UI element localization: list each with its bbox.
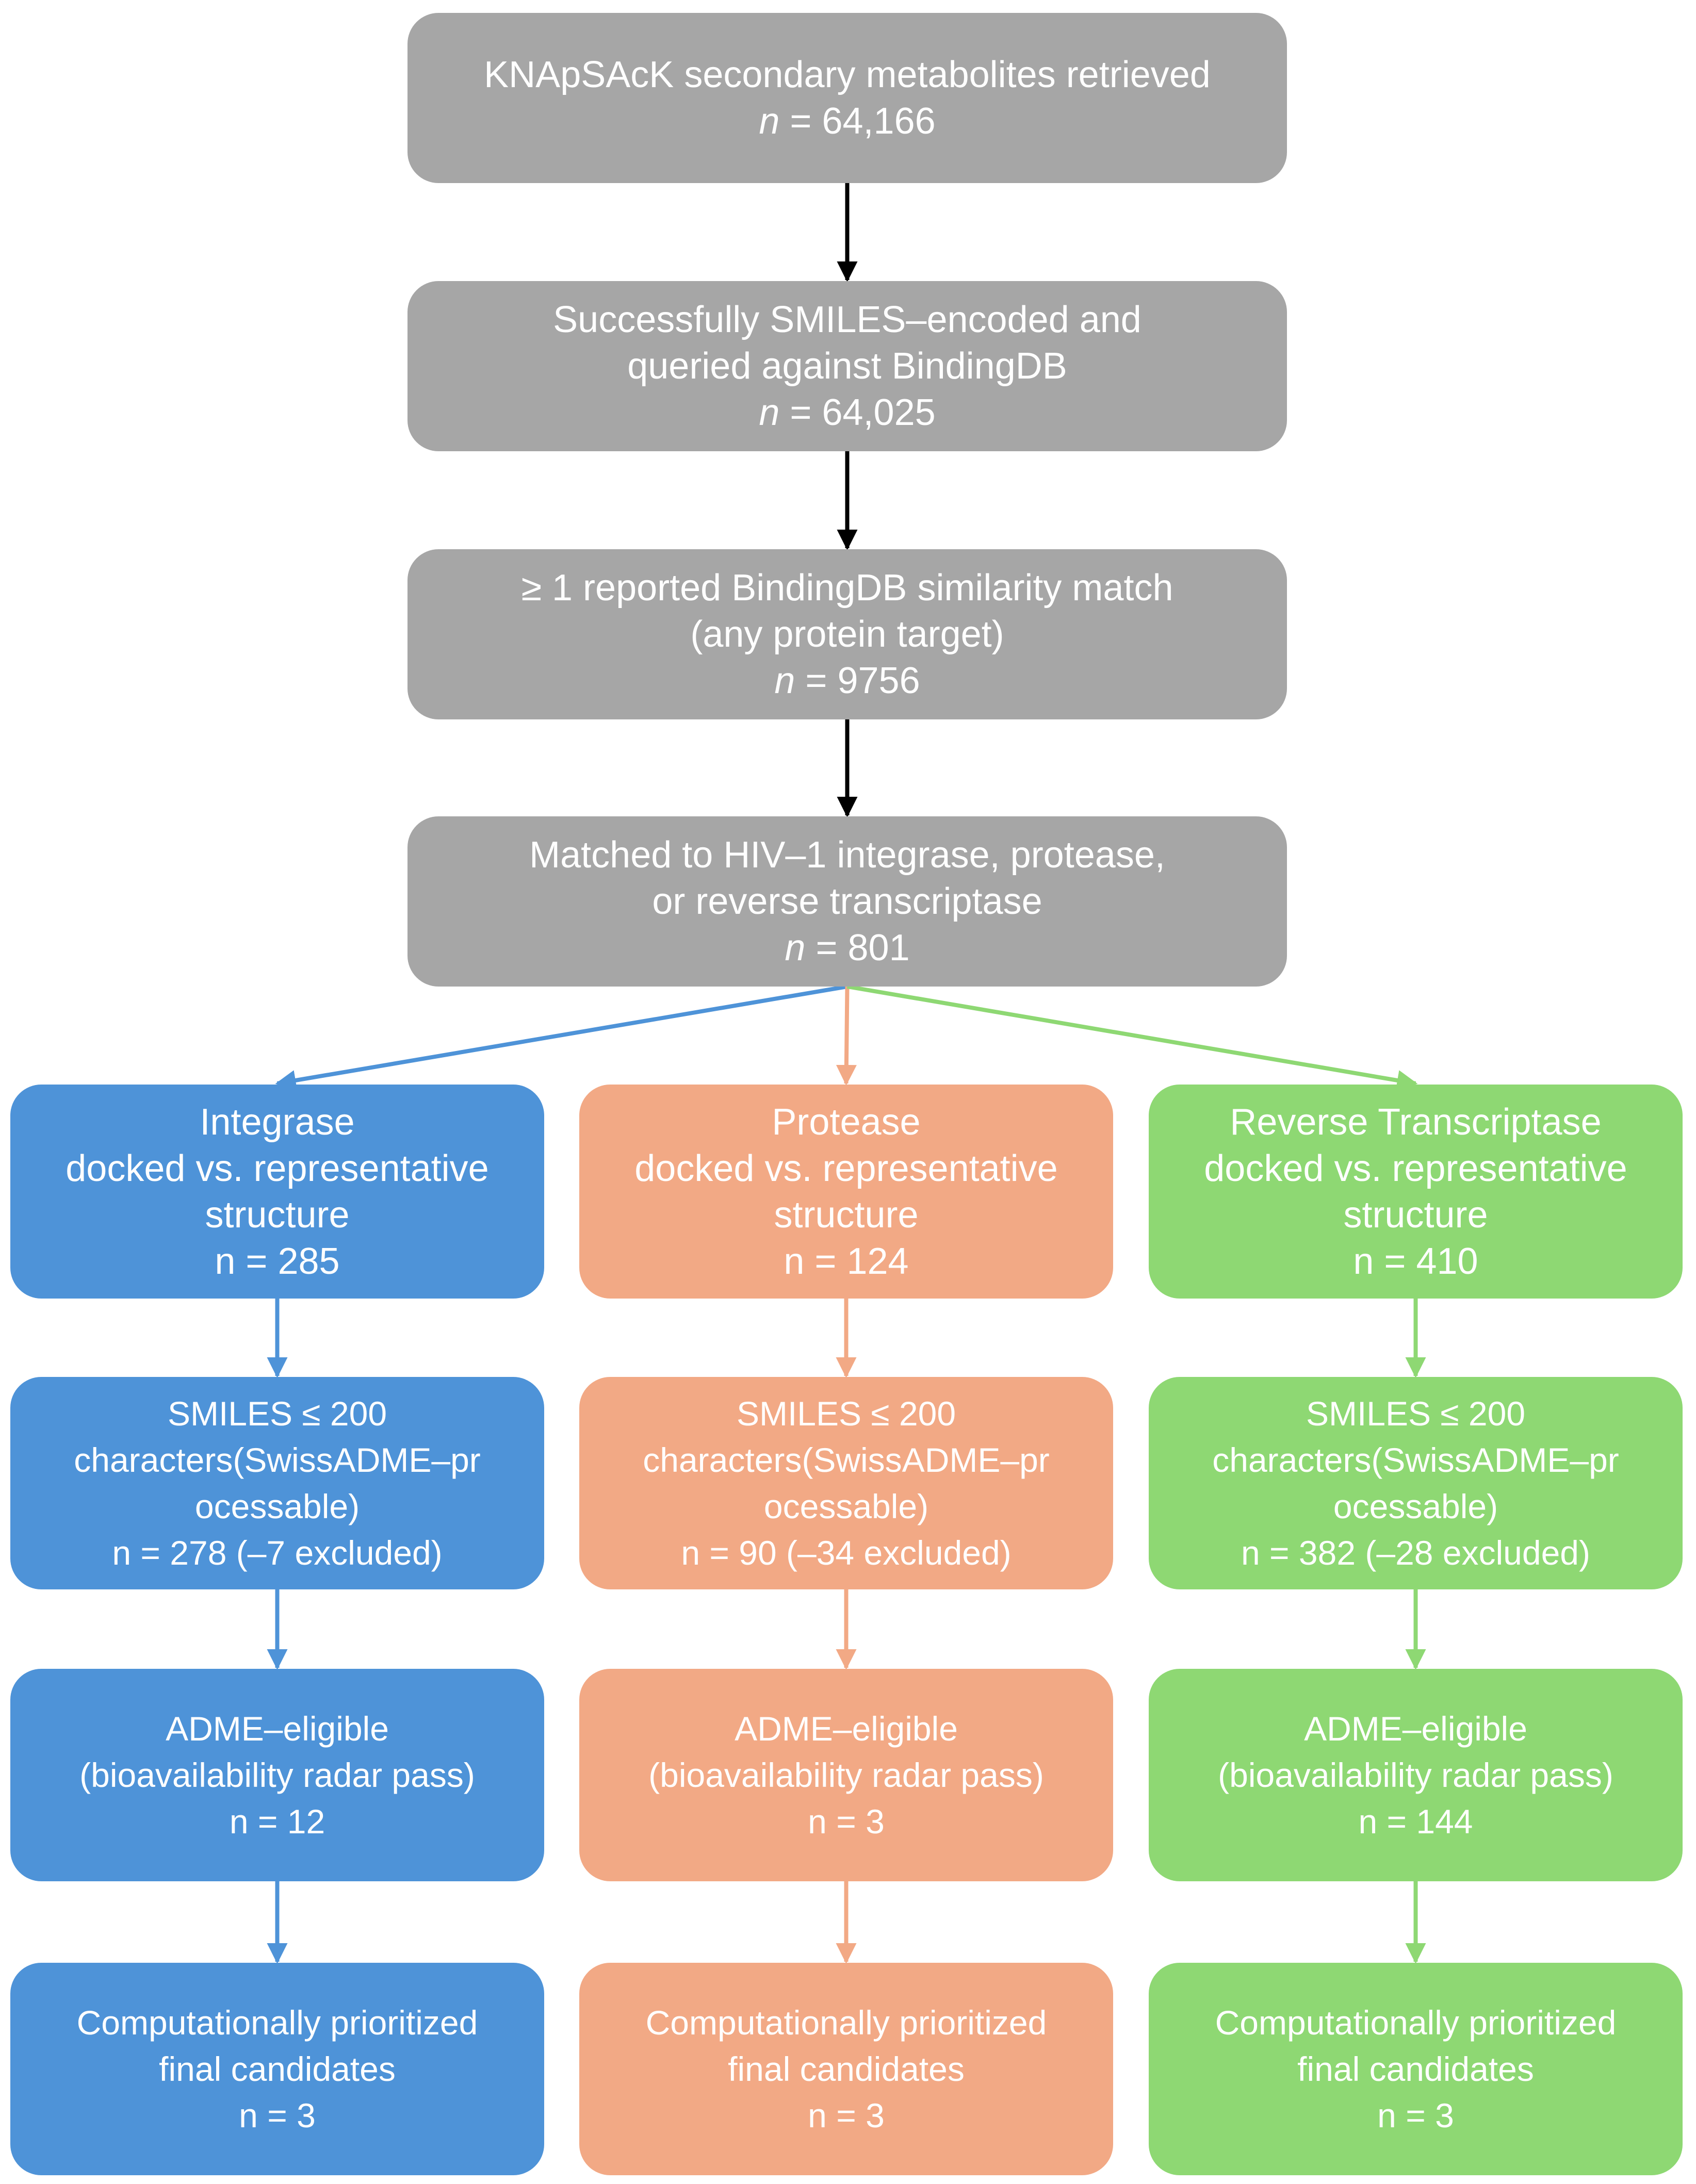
protease-label-line: n = 3 [808, 1802, 885, 1841]
integrase-box-3: ADME–eligible (bioavailability radar pass… [10, 1669, 544, 1881]
count-variable: n [759, 101, 780, 142]
rt-branch-arrow [846, 984, 1418, 1091]
integrase-label-line: n = 285 [215, 1240, 340, 1282]
rt-label-line: structure [1343, 1194, 1488, 1236]
protease-label-line: Protease [772, 1101, 921, 1143]
integrase-box-2: SMILES ≤ 200 characters(SwissADME–pr ocess… [10, 1377, 544, 1589]
integrase-label-line: characters(SwissADME–pr [74, 1441, 481, 1479]
rt-box-2: SMILES ≤ 200 characters(SwissADME–pr ocess… [1149, 1377, 1683, 1589]
stage-label-line: ≥ 1 reported BindingDB similarity match [521, 567, 1173, 609]
integrase-label-line: SMILES ≤ 200 [167, 1394, 387, 1433]
protease-label-line: n = 90 (–34 excluded) [681, 1534, 1012, 1572]
integrase-label-line: n = 3 [239, 2096, 316, 2134]
integrase-box-4: Computationally prioritized final candida… [10, 1963, 544, 2175]
rt-label-line: n = 144 [1358, 1802, 1473, 1841]
stage-count: n = 9756 [774, 658, 920, 704]
count-value: = 9756 [805, 660, 920, 701]
rt-label-line: n = 410 [1353, 1240, 1478, 1282]
stage-label-line: or reverse transcriptase [652, 881, 1042, 922]
protease-box-2: SMILES ≤ 200 characters(SwissADME–pr ocess… [579, 1377, 1113, 1589]
protease-label-line: Computationally prioritized [645, 2004, 1047, 2042]
integrase-label-line: Integrase [200, 1101, 355, 1143]
rt-label-line: ADME–eligible [1304, 1710, 1527, 1748]
protease-label-line: ocessable) [763, 1487, 929, 1525]
stage-label-line: KNApSAcK secondary metabolites retrieved [484, 54, 1211, 95]
rt-label-line: Reverse Transcriptase [1230, 1101, 1602, 1143]
protease-box-3: ADME–eligible (bioavailability radar pass… [579, 1669, 1113, 1881]
protease-label-line: SMILES ≤ 200 [736, 1394, 956, 1433]
rt-box-3: ADME–eligible (bioavailability radar pass… [1149, 1669, 1683, 1881]
rt-label-line: characters(SwissADME–pr [1212, 1441, 1619, 1479]
integrase-label-line: ocessable) [194, 1487, 360, 1525]
rt-box-4: Computationally prioritized final candida… [1149, 1963, 1683, 2175]
stage-label-line: Successfully SMILES–encoded and [553, 299, 1141, 340]
rt-label-line: final candidates [1297, 2050, 1534, 2088]
stage-box-3: ≥ 1 reported BindingDB similarity match (… [407, 549, 1287, 719]
integrase-label-line: final candidates [159, 2050, 396, 2088]
protease-label-line: final candidates [728, 2050, 965, 2088]
rt-label-line: (bioavailability radar pass) [1218, 1756, 1613, 1794]
integrase-label-line: n = 278 (–7 excluded) [112, 1534, 443, 1572]
integrase-branch-arrow [275, 984, 848, 1091]
stage-count: n = 64,025 [759, 389, 935, 436]
protease-label-line: ADME–eligible [735, 1710, 958, 1748]
count-variable: n [785, 927, 806, 968]
integrase-label-line: docked vs. representative [66, 1147, 489, 1189]
integrase-label-line: n = 12 [229, 1802, 325, 1841]
stage-box-1: KNApSAcK secondary metabolites retrieved… [407, 13, 1287, 183]
rt-label-line: Computationally prioritized [1215, 2004, 1617, 2042]
count-value: = 801 [816, 927, 910, 968]
protease-label-line: (bioavailability radar pass) [648, 1756, 1044, 1794]
protease-label-line: characters(SwissADME–pr [643, 1441, 1050, 1479]
rt-label-line: docked vs. representative [1204, 1147, 1627, 1189]
protease-label-line: structure [774, 1194, 919, 1236]
count-variable: n [774, 660, 795, 701]
integrase-label-line: structure [205, 1194, 350, 1236]
count-variable: n [759, 392, 780, 433]
stage-count: n = 64,166 [759, 98, 935, 144]
protease-box-4: Computationally prioritized final candida… [579, 1963, 1113, 2175]
count-value: = 64,025 [790, 392, 936, 433]
protease-label-line: docked vs. representative [634, 1147, 1058, 1189]
count-value: = 64,166 [790, 101, 936, 142]
integrase-label-line: Computationally prioritized [76, 2004, 478, 2042]
stage-box-2: Successfully SMILES–encoded and queried a… [407, 281, 1287, 451]
integrase-label-line: ADME–eligible [166, 1710, 389, 1748]
stage-label-line: Matched to HIV–1 integrase, protease, [529, 834, 1165, 876]
stage-label-line: queried against BindingDB [627, 346, 1067, 387]
stage-count: n = 801 [785, 925, 909, 971]
stage-box-4: Matched to HIV–1 integrase, protease, or … [407, 816, 1287, 987]
protease-branch-arrow [836, 986, 857, 1086]
rt-label-line: n = 382 (–28 excluded) [1241, 1534, 1590, 1572]
integrase-label-line: (bioavailability radar pass) [79, 1756, 475, 1794]
protease-label-line: n = 3 [808, 2096, 885, 2134]
rt-label-line: ocessable) [1333, 1487, 1498, 1525]
rt-label-line: n = 3 [1377, 2096, 1454, 2134]
protease-label-line: n = 124 [784, 1240, 909, 1282]
rt-label-line: SMILES ≤ 200 [1306, 1394, 1526, 1433]
stage-label-line: (any protein target) [690, 614, 1004, 655]
